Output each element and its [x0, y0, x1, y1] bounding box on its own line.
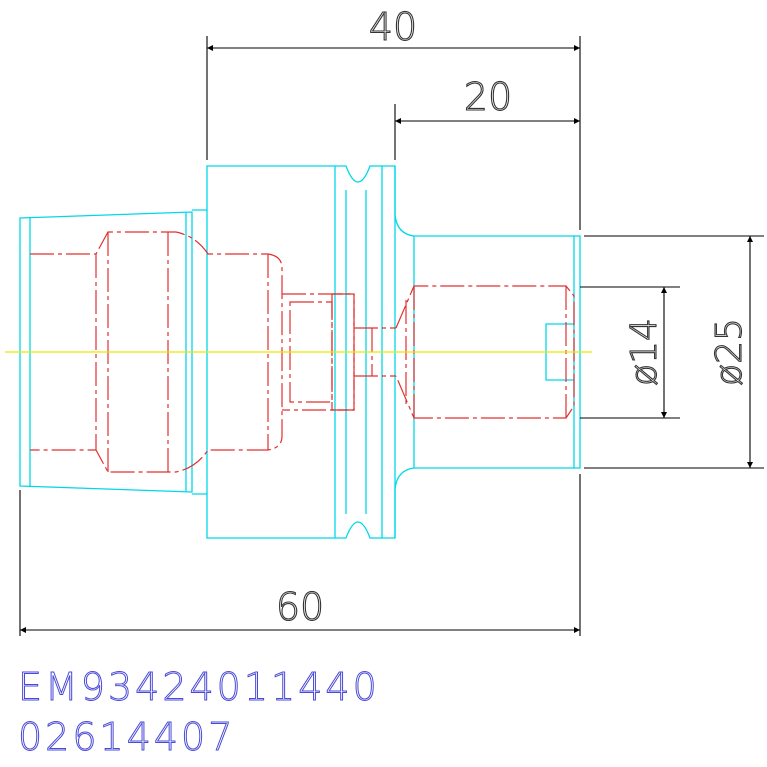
through-hole	[354, 327, 396, 377]
dimension-lines	[19, 36, 764, 636]
dimension-60-label: 60	[276, 585, 324, 629]
tapered-shank-outline	[19, 211, 193, 493]
dimension-d14-label: ø14	[624, 318, 665, 386]
part-code-line-2: 02614407	[17, 715, 236, 759]
dimension-40-label: 40	[369, 5, 417, 49]
right-bore	[395, 285, 575, 419]
dimension-20-label: 20	[464, 75, 512, 119]
part-code-line-1: EM93424011440	[18, 665, 380, 709]
dimension-d25-label: ø25	[709, 318, 750, 386]
